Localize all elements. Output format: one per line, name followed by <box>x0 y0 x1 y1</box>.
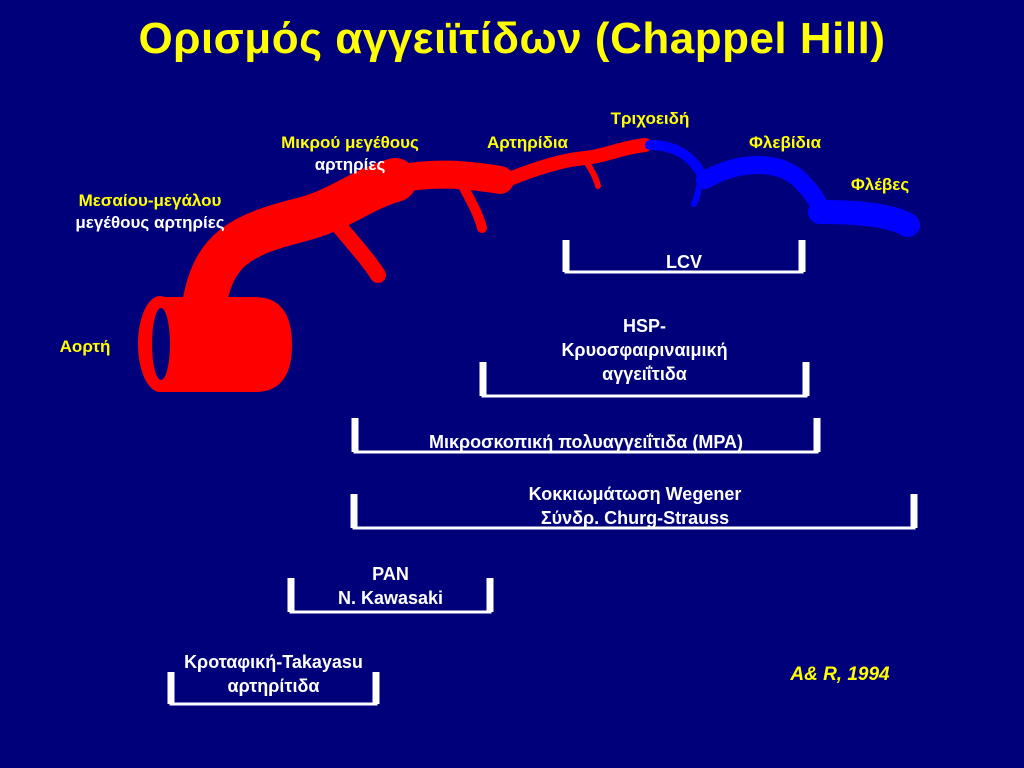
small-artery <box>371 160 514 196</box>
label-veins: Φλέβες <box>850 175 910 194</box>
aorta-shape <box>160 297 292 392</box>
medium-artery-branch <box>322 207 386 283</box>
label-takayasu-line1: Κροταφική-Takayasu <box>184 652 363 672</box>
label-small-arteries-line2: αρτηρίες <box>314 155 386 174</box>
label-capillaries: Τριχοειδή <box>610 109 690 128</box>
reference-citation: A& R, 1994 <box>790 664 890 685</box>
label-aorta: Αορτή <box>59 337 111 356</box>
aorta-lumen <box>152 308 170 380</box>
label-takayasu-line2: αρτηρίτιδα <box>227 676 320 696</box>
label-hsp: HSP- Κρυοσφαιριναιμική αγγειΐτιδα <box>483 314 806 386</box>
label-medium-large-line1: Μεσαίου-μεγάλου <box>78 191 222 210</box>
label-lcv: LCV <box>666 252 702 272</box>
label-hsp-line2: Κρυοσφαιριναιμική <box>561 340 728 360</box>
label-pan-line1: PAN <box>372 564 409 584</box>
label-small-arteries-line1: Μικρού μεγέθους <box>281 133 419 152</box>
venule-branch <box>691 179 703 207</box>
label-medium-large-line2: μεγέθους αρτηρίες <box>75 213 225 232</box>
arterial-tree <box>138 138 652 392</box>
small-artery-branch <box>455 175 487 233</box>
arteriole-branch <box>582 157 601 189</box>
label-arterioles: Αρτηρίδια <box>486 133 568 152</box>
label-wegener-line2: Σύνδρ. Churg-Strauss <box>540 508 730 528</box>
label-mpa: Μικροσκοπική πολυαγγειΐτιδα (MPA) <box>428 432 743 452</box>
label-wegener: Κοκκιωμάτωση Wegener Σύνδρ. Churg-Straus… <box>400 482 870 530</box>
vein <box>808 200 920 237</box>
label-venules: Φλεβίδια <box>748 133 822 152</box>
label-hsp-line3: αγγειΐτιδα <box>602 364 687 384</box>
slide-title: Ορισμός αγγειϊτίδων (Chappel Hill) <box>138 14 886 63</box>
label-takayasu: Κροταφική-Takayasu αρτηρίτιδα <box>141 650 406 698</box>
label-medium-large-arteries: Μεσαίου-μεγάλου μεγέθους αρτηρίες <box>40 190 260 234</box>
medium-artery <box>183 158 417 322</box>
label-wegener-line1: Κοκκιωμάτωση Wegener <box>528 484 742 504</box>
label-pan-line2: N. Kawasaki <box>337 588 444 608</box>
label-hsp-line1: HSP- <box>622 316 666 336</box>
label-small-arteries: Μικρού μεγέθους αρτηρίες <box>250 132 450 176</box>
label-pan: PAN N. Kawasaki <box>291 562 490 610</box>
venous-tree <box>645 140 920 237</box>
